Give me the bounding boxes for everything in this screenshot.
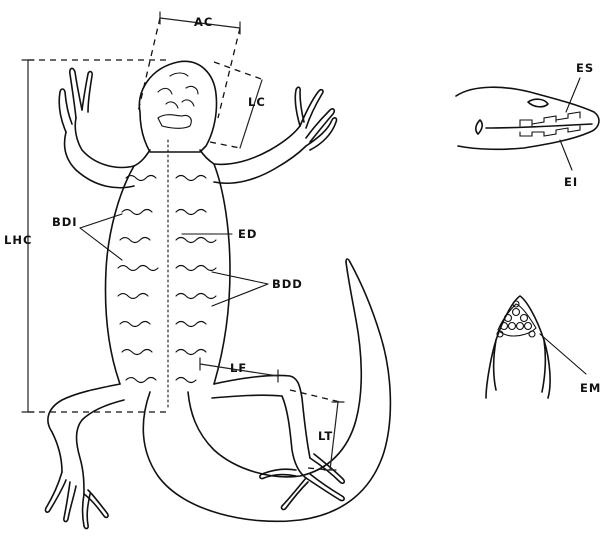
tail-tip	[346, 259, 350, 262]
left-foot-digits	[45, 472, 108, 529]
label-lc: LC	[248, 95, 266, 109]
es-leader	[566, 78, 580, 112]
lateral-eye	[528, 99, 548, 107]
lateral-ear	[476, 120, 482, 134]
head-width-box	[138, 18, 240, 118]
label-ac: AC	[194, 15, 213, 29]
snout-jaw-lines	[494, 340, 546, 392]
label-em: EM	[580, 381, 601, 395]
lateral-head-outline	[456, 87, 599, 149]
label-ed: ED	[238, 227, 257, 241]
bdd-leader-lower	[212, 284, 268, 306]
lizard-tail	[143, 262, 390, 521]
label-lf: LF	[230, 361, 247, 375]
label-lt: LT	[318, 429, 333, 443]
label-ei: EI	[564, 175, 578, 189]
right-foot-digits	[260, 454, 344, 509]
ei-leader	[560, 140, 572, 170]
left-forelimb	[64, 118, 134, 188]
labels: AC LC LHC BDI ED BDD LF LT ES EI EM	[4, 15, 601, 443]
head-lateral-view	[456, 78, 599, 170]
head-scales	[158, 73, 198, 128]
bdi-leader-lower	[80, 228, 122, 260]
left-hindlimb	[48, 384, 124, 494]
dorsal-scale-rows	[118, 140, 216, 410]
right-forelimb	[214, 126, 306, 183]
right-hand-digits	[295, 87, 336, 150]
label-lhc: LHC	[4, 233, 32, 247]
bdd-leader-upper	[212, 272, 268, 284]
lhc-guides	[28, 60, 170, 412]
label-es: ES	[576, 61, 594, 75]
lateral-mouth-line	[486, 124, 592, 128]
lc-scale-bar	[240, 80, 262, 148]
snout-ventral-view	[486, 296, 586, 398]
lizard-dorsal-view	[45, 61, 390, 528]
label-bdi: BDI	[52, 215, 78, 229]
supralabial-scales	[520, 112, 580, 126]
label-bdd: BDD	[272, 277, 303, 291]
bdi-leader-upper	[80, 214, 122, 228]
mental-scales	[497, 301, 536, 337]
